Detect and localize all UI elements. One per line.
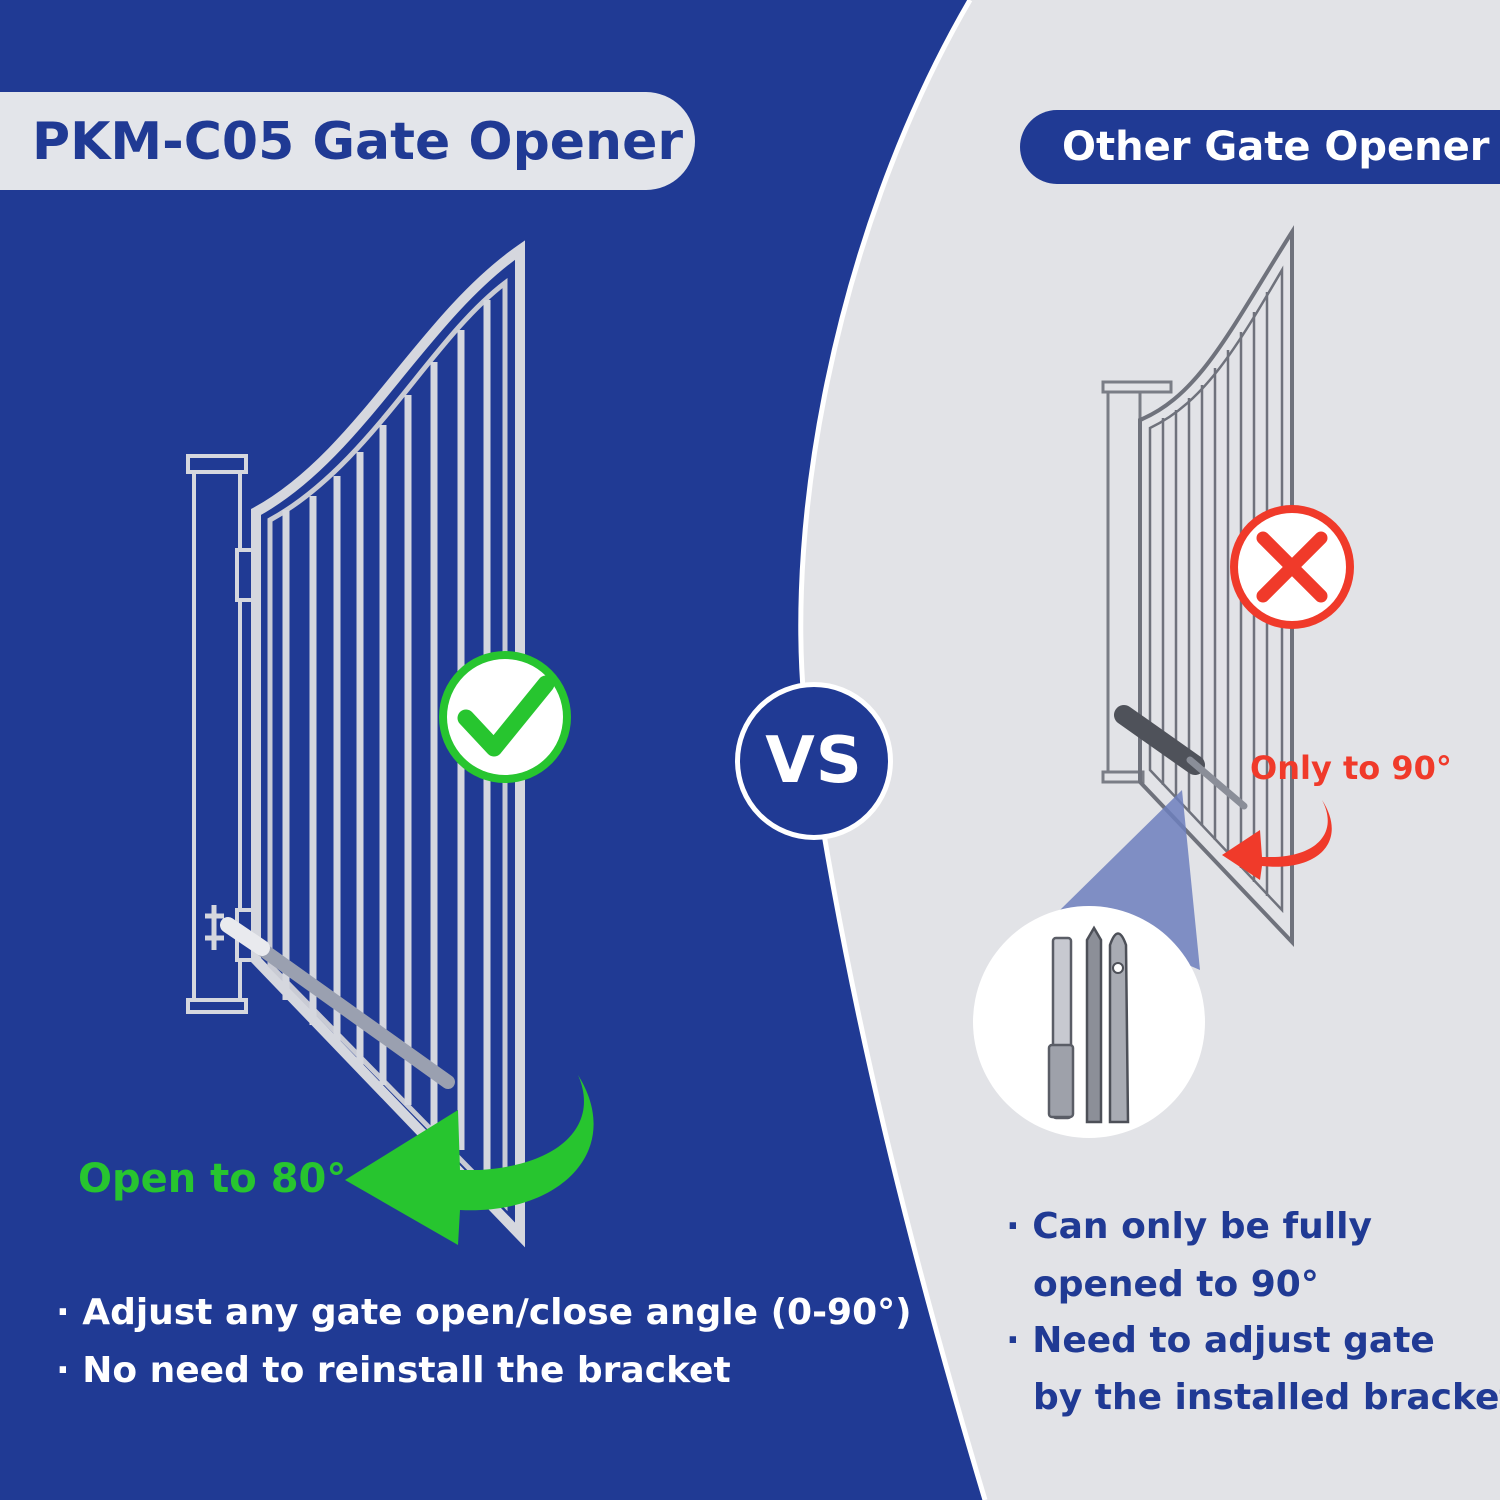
right-opener-arm xyxy=(1186,756,1248,810)
red-arrow-icon xyxy=(1222,800,1332,880)
vs-badge: VS xyxy=(735,682,893,840)
right-gate-illustration xyxy=(1101,225,1294,948)
check-badge xyxy=(439,651,571,783)
right-title-pill xyxy=(1020,110,1500,184)
left-bracket xyxy=(205,905,224,950)
left-bullet-adjust: · Adjust any gate open/close angle (0-90… xyxy=(56,1292,912,1333)
only-angle-label: Only to 90° xyxy=(1250,749,1452,787)
cross-badge xyxy=(1230,505,1354,629)
left-post-cap xyxy=(186,454,248,474)
right-gate-inner-frame xyxy=(1148,265,1284,914)
cross-icon xyxy=(1256,531,1328,603)
green-arrow-icon xyxy=(345,1075,594,1245)
right-bullet-fully-opened-line2: opened to 90° xyxy=(1033,1264,1319,1305)
left-title-pill xyxy=(0,92,695,190)
left-gate-illustration xyxy=(186,240,525,1248)
open-angle-label: Open to 80° xyxy=(78,1156,347,1202)
right-panel-title: Other Gate Opener xyxy=(1062,124,1490,170)
left-opener-motor xyxy=(220,917,270,956)
left-bullet-no-reinstall: · No need to reinstall the bracket xyxy=(56,1350,731,1391)
right-bullet-fully-opened-line1: · Can only be fully xyxy=(1006,1206,1372,1247)
left-post-base xyxy=(186,998,248,1014)
left-gate-frame xyxy=(251,240,525,1248)
right-post-cap xyxy=(1101,380,1173,394)
right-gate-frame xyxy=(1138,225,1294,948)
product-zoom-circle xyxy=(973,906,1205,1138)
left-gate-inner-frame xyxy=(267,277,508,1212)
right-bullet-adjust-gate-line2: by the installed bracket xyxy=(1033,1377,1500,1418)
left-panel-title: PKM-C05 Gate Opener xyxy=(32,112,683,172)
right-opener-motor xyxy=(1114,705,1205,775)
check-icon xyxy=(457,675,555,757)
opener-products-icon xyxy=(1047,925,1130,1124)
right-post-base xyxy=(1101,770,1145,784)
right-bullet-adjust-gate-line1: · Need to adjust gate xyxy=(1006,1320,1435,1361)
vs-text: VS xyxy=(765,724,863,798)
